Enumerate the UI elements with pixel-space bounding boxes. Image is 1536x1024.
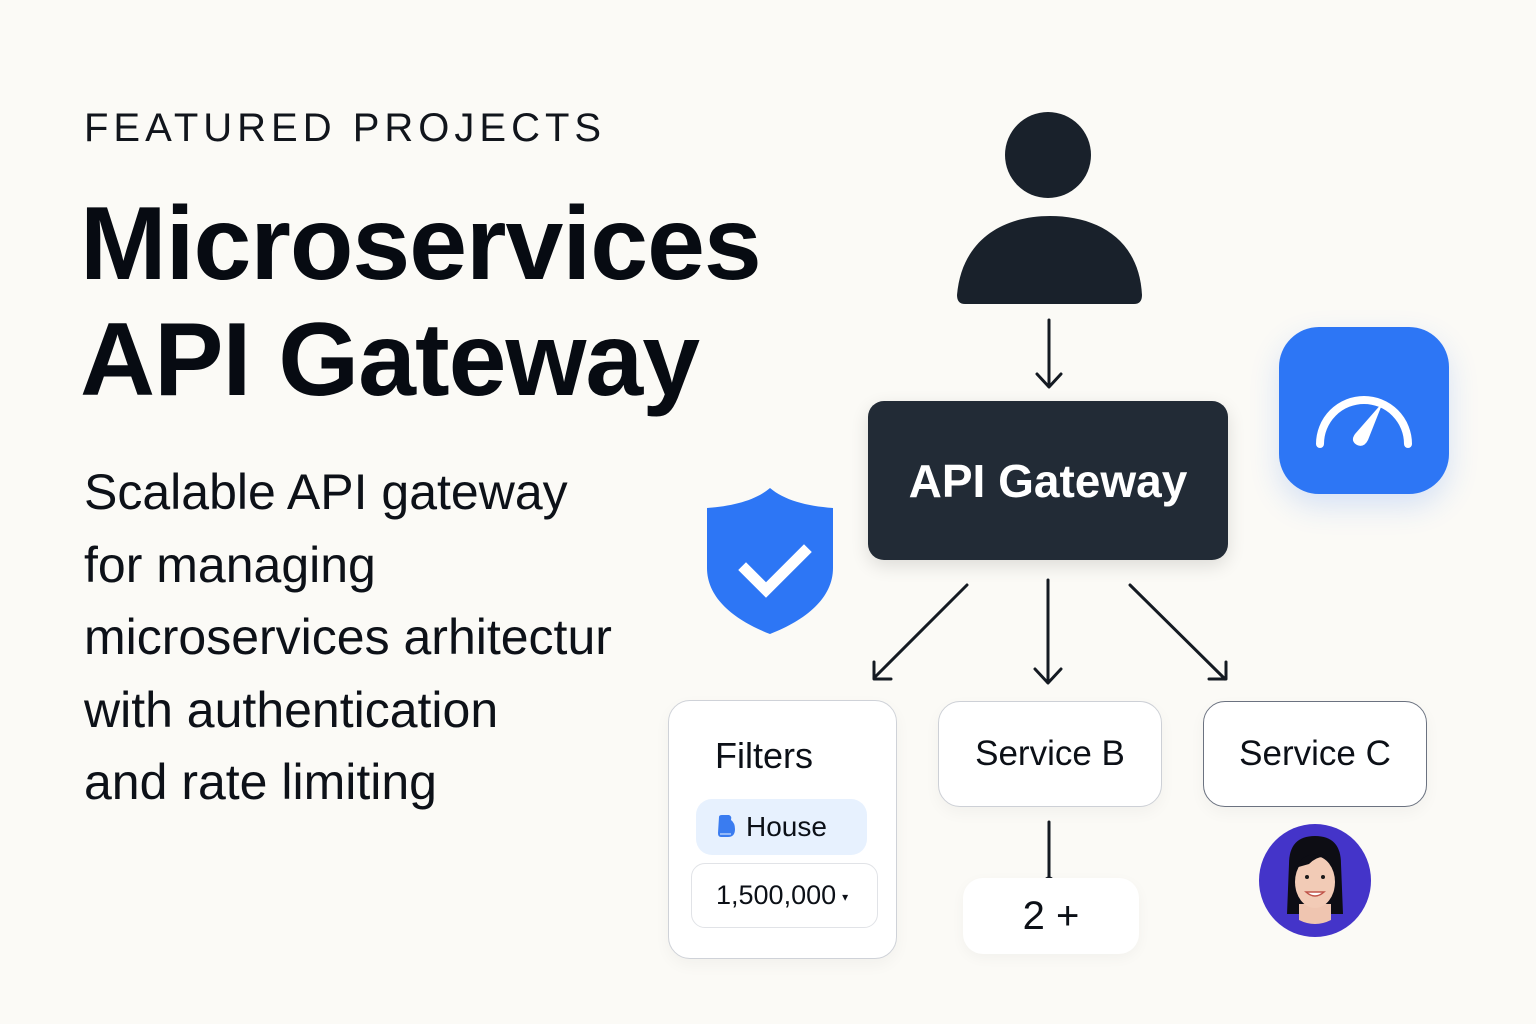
eyebrow-label: FEATURED PROJECTS	[84, 106, 607, 150]
user-icon	[957, 112, 1142, 304]
rate-limit-tile	[1279, 327, 1449, 494]
chip-label: House	[746, 811, 827, 842]
description-line: with authentication	[84, 681, 499, 738]
description-line: and rate limiting	[84, 754, 437, 810]
page-title: Microservices API Gateway	[80, 186, 762, 418]
description-line: for managing	[84, 536, 376, 593]
instance-count-badge: 2 +	[963, 878, 1139, 954]
service-c-node[interactable]: Service C	[1203, 701, 1427, 807]
service-c-label: Service C	[1239, 734, 1391, 773]
title-line-2: API Gateway	[80, 302, 700, 418]
house-icon	[718, 815, 735, 837]
shield-check-icon	[707, 488, 833, 634]
speedometer-icon	[1316, 395, 1412, 448]
price-select-value: 1,500,000	[716, 880, 837, 910]
avatar	[1259, 824, 1371, 937]
project-description: Scalable API gateway for managing micros…	[84, 456, 612, 819]
title-line-1: Microservices	[80, 186, 762, 302]
description-line: Scalable API gateway	[84, 464, 568, 520]
avatar-person-icon	[1287, 836, 1343, 924]
api-gateway-label: API Gateway	[908, 454, 1188, 507]
service-b-node[interactable]: Service B	[938, 701, 1162, 807]
api-gateway-node[interactable]: API Gateway	[868, 401, 1228, 560]
filters-card: Filters House 1,500,000 ▾	[668, 700, 897, 959]
filters-title: Filters	[715, 735, 813, 776]
price-select[interactable]: 1,500,000 ▾	[691, 863, 878, 928]
description-line: microservices arhitectur	[84, 609, 612, 665]
chevron-down-icon: ▾	[842, 890, 849, 904]
house-filter-chip[interactable]: House	[696, 799, 867, 855]
instance-count-label: 2 +	[1022, 893, 1080, 938]
service-b-label: Service B	[975, 734, 1125, 773]
